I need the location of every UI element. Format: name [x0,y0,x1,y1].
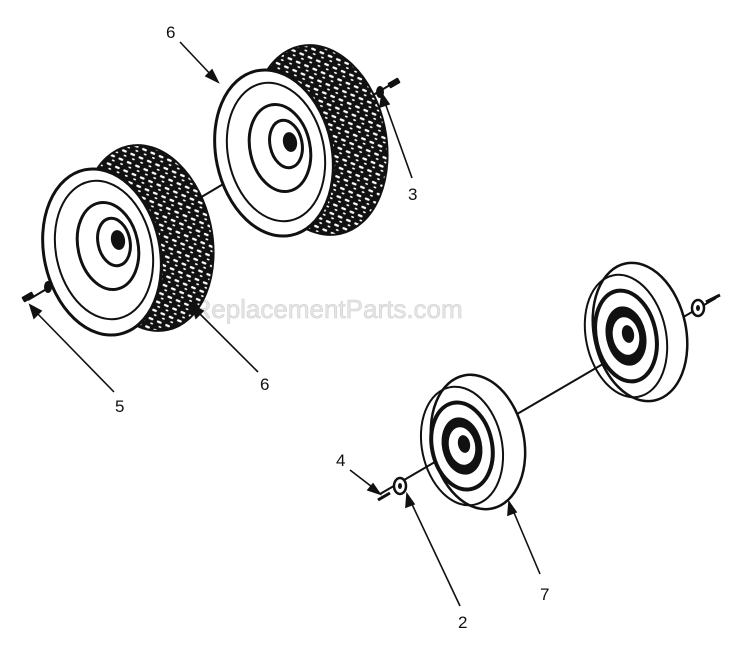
leader-5 [33,309,115,393]
leader-7 [511,507,541,575]
callout-6-top: 6 [166,23,175,42]
lower-left-washer [392,476,408,496]
leader-6-bottom [195,309,259,373]
right-bolt [376,77,401,98]
lower-left-pin [377,491,391,502]
callout-7: 7 [540,585,549,604]
rear-tread-wheel [213,44,389,238]
callout-4: 4 [336,451,345,470]
callout-5: 5 [115,397,124,416]
leader-6-top [179,41,215,79]
front-caster-wheel [419,373,527,511]
leader-2 [409,499,461,607]
left-bolt [21,281,52,303]
callout-2: 2 [458,613,467,632]
watermark-text: eReplacementParts.com [178,294,463,324]
leader-3 [383,99,413,179]
lower-right-washer [690,298,706,318]
callout-6-bottom: 6 [260,375,269,394]
rear-caster-wheel [583,261,689,403]
lower-right-pin [705,293,721,304]
callout-3: 3 [408,185,417,204]
front-tread-wheel [41,144,215,337]
